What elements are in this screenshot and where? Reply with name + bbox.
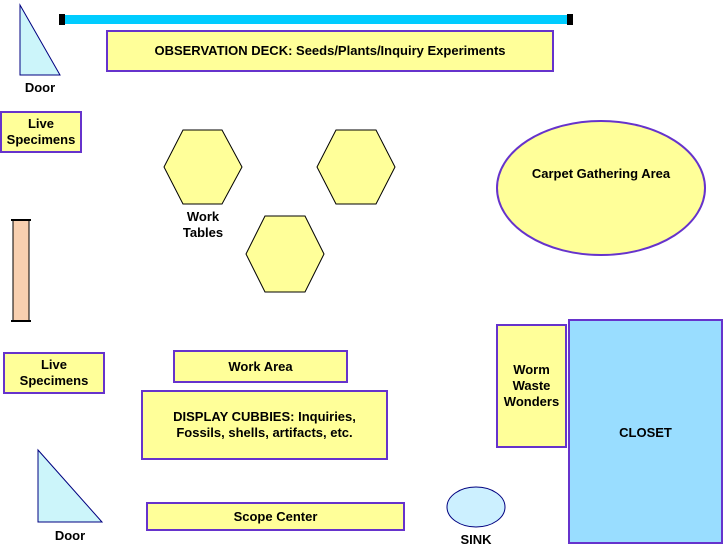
carpet-label: Carpet Gathering Area: [531, 166, 671, 181]
window-bar: [62, 15, 570, 24]
work-tables-label: Work Tables: [182, 209, 224, 240]
door-top-shape: [19, 3, 61, 76]
work-area: Work Area: [173, 350, 348, 383]
scope-center: Scope Center: [146, 502, 405, 531]
sink-shape: [446, 486, 506, 528]
sink-label: SINK: [460, 532, 492, 547]
door-bottom-shape: [37, 448, 104, 523]
work-table-hex: [163, 129, 243, 205]
observation-deck: OBSERVATION DECK: Seeds/Plants/Inquiry E…: [106, 30, 554, 72]
live-specimens-top: Live Specimens: [0, 111, 82, 153]
closet-shape: [568, 319, 723, 544]
door-bottom-label: Door: [54, 528, 86, 543]
window-end-right: [567, 14, 573, 25]
display-cubbies: DISPLAY CUBBIES: Inquiries, Fossils, she…: [141, 390, 388, 460]
worm-waste-wonders: Worm Waste Wonders: [496, 324, 567, 448]
door-top-label: Door: [24, 80, 56, 95]
carpet-ellipse: [496, 120, 706, 256]
work-table-hex: [316, 129, 396, 205]
closet-label: CLOSET: [619, 425, 672, 440]
work-table-hex: [245, 215, 325, 293]
window-end-left: [59, 14, 65, 25]
wall-segment: [12, 219, 30, 322]
live-specimens-bottom: Live Specimens: [3, 352, 105, 394]
